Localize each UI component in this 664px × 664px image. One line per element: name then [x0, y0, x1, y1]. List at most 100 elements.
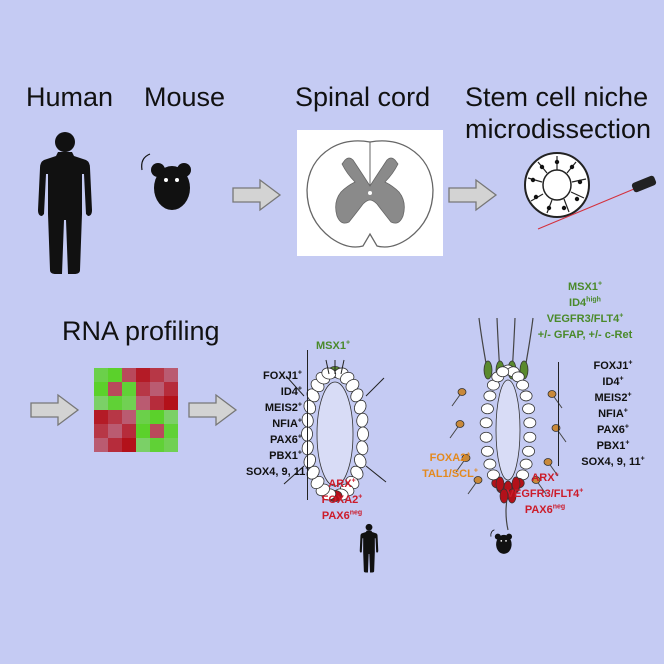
- marker-meis2: MEIS2+: [264, 401, 302, 414]
- human-small-icon: [359, 523, 379, 573]
- mouse-ventral-markers: ARX+ VEGFR3/FLT4+ PAX6neg: [506, 471, 584, 516]
- title-rna-profiling: RNA profiling: [62, 316, 220, 346]
- heatmap-cell: [108, 396, 122, 410]
- ependymal-cell: [481, 445, 494, 457]
- heatmap-cell: [122, 438, 136, 452]
- human-msx1-label: MSX1+: [316, 339, 351, 352]
- heatmap: [94, 368, 178, 452]
- heatmap-cell: [94, 438, 108, 452]
- human-ventral-markers: ARX+ FOXA2+ PAX6neg: [321, 477, 363, 522]
- ependymal-cell: [303, 399, 316, 415]
- ependymal-cell: [303, 453, 316, 469]
- heatmap-cell: [122, 424, 136, 438]
- mouse-dorsal-markers: MSX1+ ID4high VEGFR3/FLT4+ +/- GFAP, +/-…: [537, 280, 633, 341]
- ependymal-cell: [483, 390, 497, 402]
- heatmap-cell: [164, 438, 178, 452]
- mouse-divider: [558, 362, 559, 466]
- heatmap-cell: [164, 382, 178, 396]
- human-niche-ring: [283, 359, 387, 502]
- heatmap-cell: [108, 424, 122, 438]
- heatmap-cell: [94, 382, 108, 396]
- satellite-cell: [461, 454, 471, 462]
- marker-id4: ID4+: [280, 385, 302, 398]
- title-human: Human: [26, 82, 114, 112]
- ependymal-cell: [306, 388, 320, 403]
- heatmap-cell: [108, 382, 122, 396]
- ependymal-cell: [487, 469, 500, 481]
- heatmap-cell: [136, 368, 150, 382]
- mouse-small-icon: [490, 529, 513, 554]
- mouse-niche-ring: [449, 317, 567, 531]
- marker-nfia: NFIA+: [272, 417, 302, 430]
- title-niche-line1: Stem cell niche: [465, 82, 649, 112]
- ependymal-cell: [519, 390, 533, 402]
- ependymal-cell: [481, 403, 494, 415]
- niche-circle-diagram: [524, 152, 590, 218]
- arrow-icon: [448, 178, 498, 212]
- heatmap-cell: [122, 382, 136, 396]
- heatmap-cell: [108, 368, 122, 382]
- heatmap-cell: [150, 396, 164, 410]
- marker-pax6: PAX6+: [269, 433, 302, 446]
- ependymal-cell: [483, 458, 497, 470]
- heatmap-cell: [136, 382, 150, 396]
- heatmap-cell: [164, 410, 178, 424]
- satellite-cell: [543, 458, 553, 466]
- heatmap-cell: [150, 438, 164, 452]
- heatmap-cell: [122, 410, 136, 424]
- heatmap-cell: [94, 424, 108, 438]
- heatmap-cell: [136, 438, 150, 452]
- heatmap-cell: [136, 396, 150, 410]
- ependymal-cell: [306, 465, 320, 480]
- arrow-icon: [232, 178, 282, 212]
- laser-icon: [537, 175, 657, 230]
- title-niche-line2: microdissection: [465, 114, 652, 144]
- ependymal-cell: [496, 366, 510, 378]
- heatmap-cell: [94, 368, 108, 382]
- heatmap-cell: [122, 396, 136, 410]
- ependymal-cell: [523, 417, 537, 429]
- heatmap-cell: [94, 396, 108, 410]
- arrow-icon: [30, 393, 80, 427]
- human-markers: FOXJ1+ ID4+ MEIS2+ NFIA+ PAX6+ PBX1+ SOX…: [246, 368, 310, 480]
- heatmap-cell: [150, 424, 164, 438]
- mouse-markers: FOXJ1+ ID4+ MEIS2+ NFIA+ PAX6+ PBX1+ SOX…: [581, 359, 645, 468]
- heatmap-cell: [122, 368, 136, 382]
- heatmap-cell: [164, 368, 178, 382]
- heatmap-cell: [150, 410, 164, 424]
- ependymal-cell: [522, 445, 535, 457]
- heatmap-cell: [94, 410, 108, 424]
- ependymal-cell: [356, 412, 369, 428]
- heatmap-cell: [164, 396, 178, 410]
- ependymal-cell: [350, 388, 364, 403]
- ependymal-cell: [354, 453, 367, 469]
- title-spinal-cord: Spinal cord: [295, 82, 431, 112]
- mouse-icon: [141, 153, 191, 210]
- title-mouse: Mouse: [144, 82, 226, 112]
- ependymal-cell: [516, 379, 529, 391]
- satellite-cell: [531, 476, 541, 484]
- satellite-cell: [455, 420, 465, 428]
- ependymal-cell: [357, 426, 369, 442]
- heatmap-cell: [136, 410, 150, 424]
- ependymal-cell: [523, 431, 537, 443]
- marker-foxj1: FOXJ1+: [263, 369, 302, 382]
- heatmap-cell: [150, 382, 164, 396]
- ependymal-cell: [519, 458, 533, 470]
- ependymal-cell: [354, 399, 367, 415]
- satellite-cell: [457, 388, 467, 396]
- ependymal-cell: [356, 440, 369, 456]
- spinal-cord-diagram: [306, 140, 434, 248]
- heatmap-cell: [136, 424, 150, 438]
- ependymal-cell: [522, 403, 535, 415]
- heatmap-cell: [164, 424, 178, 438]
- mouse-orange-markers: FOXA2+ TAL1/SCL+: [422, 451, 478, 480]
- marker-pbx1: PBX1+: [269, 449, 302, 462]
- ependymal-cell: [479, 431, 493, 443]
- arrow-icon: [188, 393, 238, 427]
- marker-sox: SOX4, 9, 11+: [246, 465, 310, 478]
- heatmap-cell: [108, 438, 122, 452]
- ependymal-cell: [350, 465, 364, 480]
- heatmap-cell: [150, 368, 164, 382]
- satellite-cell: [473, 476, 483, 484]
